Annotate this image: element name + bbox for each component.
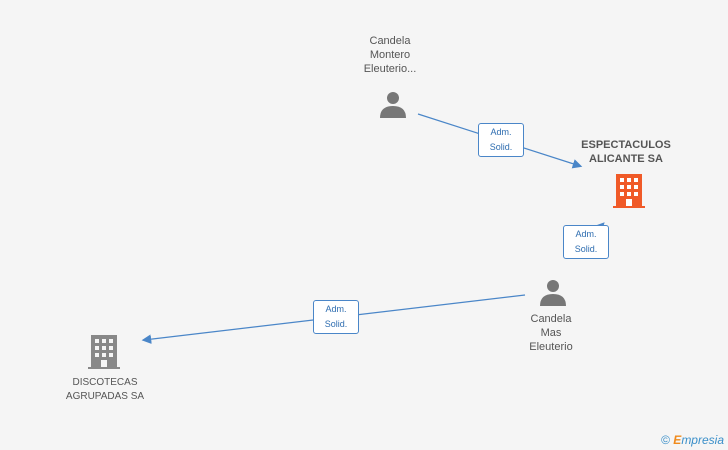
company-bottom-label[interactable]: DISCOTECAS AGRUPADAS SA [45, 376, 165, 404]
person-top-label[interactable]: Candela Montero Eleuterio... [350, 34, 430, 76]
company-bottom-line-2: AGRUPADAS SA [65, 391, 145, 402]
person-mid-line-3: Eleuterio [529, 341, 573, 353]
empresia-watermark: © Empresia [661, 433, 724, 447]
company-main-line-1: ESPECTACULOS [581, 139, 671, 151]
edge-badge-top-line-2: Solid. [489, 142, 513, 152]
edge-badge-bottom-line-1: Adm. [325, 304, 347, 314]
edge-badge-top-line-1: Adm. [490, 127, 512, 137]
edge-badge-bottom-line-2: Solid. [324, 319, 348, 329]
brand-rest: mpresia [681, 433, 724, 447]
person-mid-line-1: Candela [530, 313, 572, 325]
person-mid-label[interactable]: Candela Mas Eleuterio [511, 312, 591, 354]
person-top-line-2: Montero [369, 49, 411, 61]
company-bottom-building-icon[interactable] [88, 335, 120, 369]
company-main-line-2: ALICANTE SA [589, 153, 663, 165]
brand-e: E [673, 433, 682, 447]
edge-badge-mid-line-2: Solid. [574, 244, 598, 254]
edge-badge-mid[interactable]: Adm. Solid. [563, 225, 609, 259]
person-top-line-3: Eleuterio... [363, 63, 417, 75]
edge-badge-top[interactable]: Adm. Solid. [478, 123, 524, 157]
person-top-icon[interactable] [378, 89, 408, 119]
company-main-building-icon[interactable] [613, 174, 645, 208]
company-bottom-line-1: DISCOTECAS [72, 377, 138, 388]
edge-badge-mid-line-1: Adm. [575, 229, 597, 239]
person-mid-icon[interactable] [538, 277, 568, 307]
company-main-label[interactable]: ESPECTACULOS ALICANTE SA [565, 138, 687, 166]
copyright-icon: © [661, 433, 670, 447]
person-mid-line-2: Mas [540, 327, 562, 339]
edge-badge-bottom[interactable]: Adm. Solid. [313, 300, 359, 334]
person-top-line-1: Candela [369, 35, 411, 47]
